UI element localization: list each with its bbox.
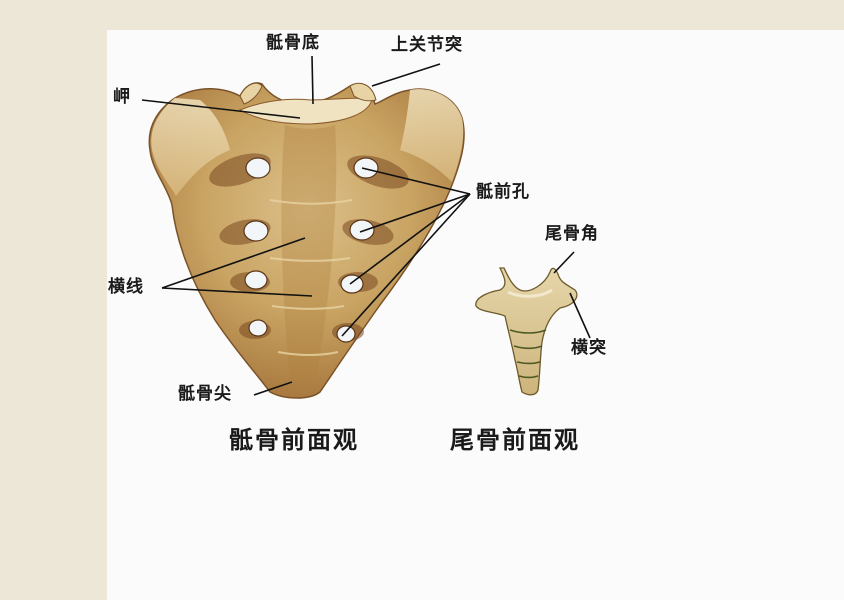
label-superior-articular-process: 上关节突 — [391, 35, 463, 55]
label-transverse-process: 横突 — [571, 338, 607, 358]
label-transverse-lines: 横线 — [108, 277, 144, 297]
leader-lines — [141, 55, 591, 396]
caption-coccyx-anterior-view: 尾骨前面观 — [450, 425, 580, 454]
caption-sacrum-anterior-view: 骶骨前面观 — [229, 425, 359, 454]
label-anterior-sacral-foramina: 骶前孔 — [476, 182, 530, 202]
label-sacral-base: 骶骨底 — [266, 33, 320, 53]
anterior-sacral-foramina — [243, 157, 379, 343]
label-promontory: 岬 — [113, 87, 131, 107]
label-sacral-apex: 骶骨尖 — [178, 384, 232, 404]
label-coccygeal-cornu: 尾骨角 — [545, 224, 599, 244]
sacrum-shape — [148, 82, 465, 399]
coccyx-shape — [475, 267, 578, 396]
